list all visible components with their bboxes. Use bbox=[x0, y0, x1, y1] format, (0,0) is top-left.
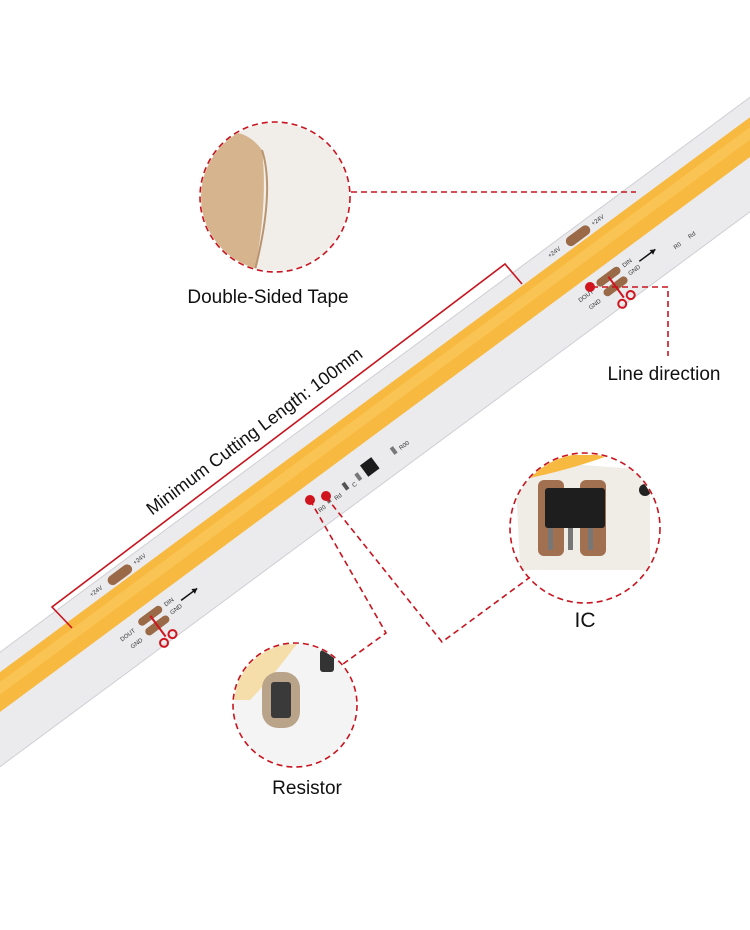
pad-label: R00 bbox=[399, 440, 412, 452]
ic-label: IC bbox=[574, 609, 596, 632]
line-direction-label: Line direction bbox=[607, 364, 721, 385]
pad-label: R0 bbox=[318, 504, 328, 514]
cutting-length-bracket bbox=[50, 262, 523, 629]
tape-label: Double-Sided Tape bbox=[187, 287, 349, 308]
ic-detail-circle bbox=[509, 452, 661, 604]
resistor-label: Resistor bbox=[272, 778, 342, 799]
resistor-detail-circle bbox=[232, 642, 358, 768]
tape-detail-circle bbox=[199, 121, 351, 273]
resistor-marker-dot bbox=[305, 495, 315, 505]
led-strip: +24V +24V DOUT GND DIN GND +24V +24V DOU… bbox=[0, 0, 750, 898]
callout-lines bbox=[309, 191, 669, 665]
ic-chip bbox=[359, 457, 380, 477]
direction-marker-dot bbox=[585, 282, 595, 292]
resistor-component bbox=[341, 481, 350, 491]
pad-label: DIN bbox=[622, 258, 634, 269]
led-cob-band bbox=[0, 0, 750, 858]
pad-label: Rd bbox=[687, 231, 697, 240]
pad-label: C bbox=[351, 481, 359, 489]
pad-label: Rd bbox=[334, 493, 344, 502]
pad-label: R0 bbox=[673, 241, 683, 251]
pad-label: DIN bbox=[163, 597, 175, 608]
ic-marker-dot bbox=[321, 491, 331, 501]
scissors-icon bbox=[149, 615, 178, 648]
